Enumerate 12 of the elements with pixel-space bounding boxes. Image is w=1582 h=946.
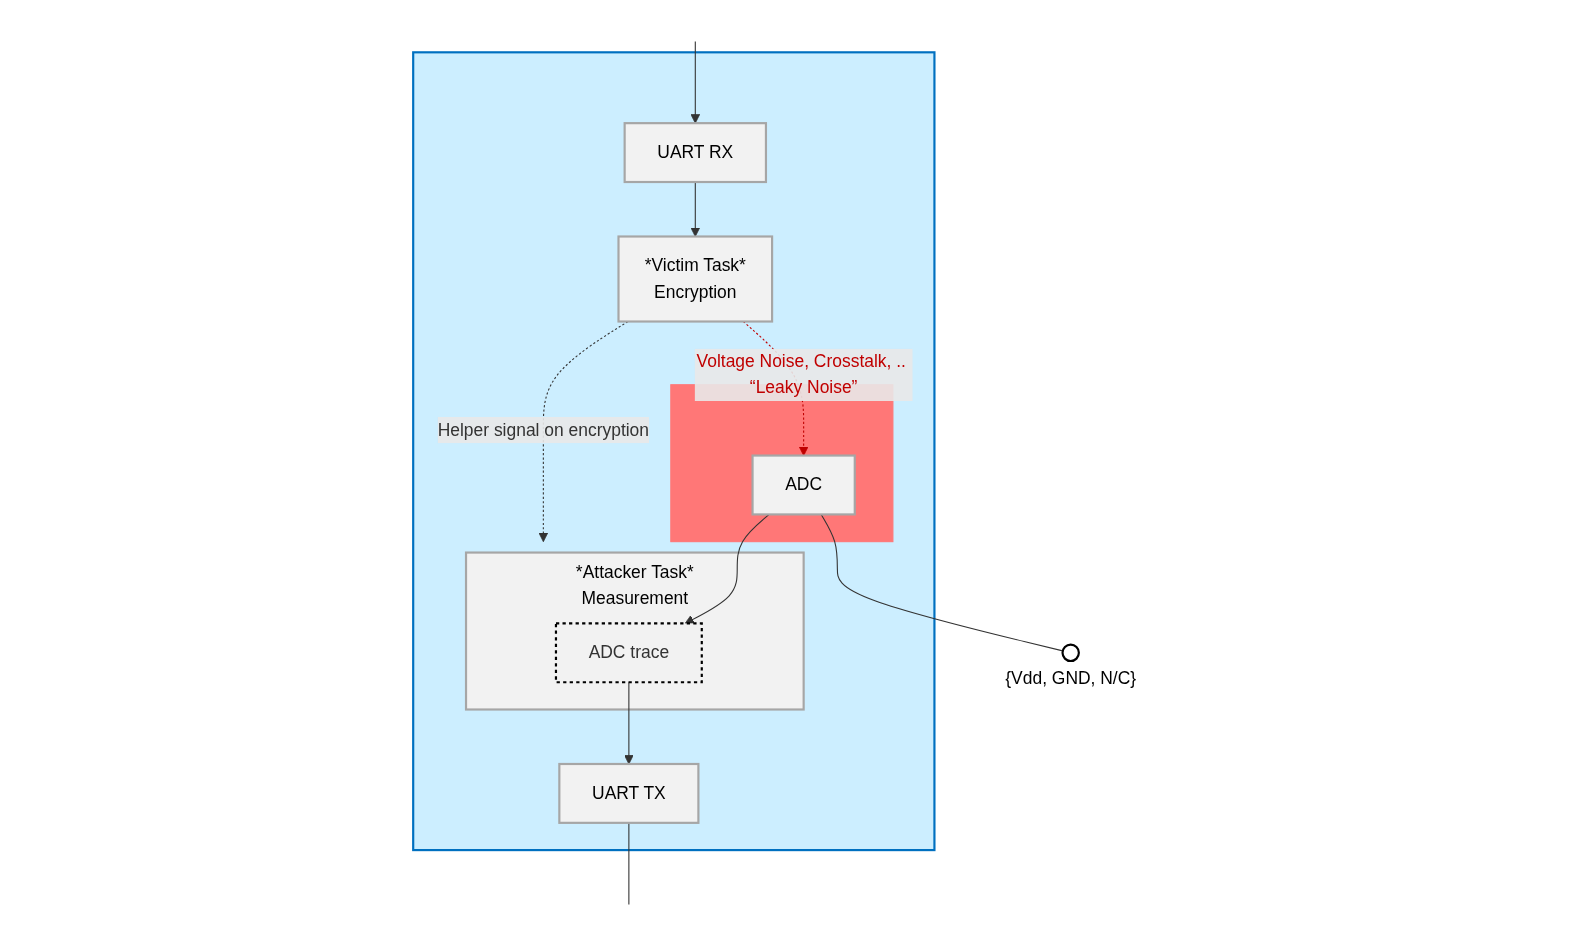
cluster — [412, 51, 936, 852]
node-box: ADC trace — [554, 622, 703, 684]
arrow — [690, 40, 701, 124]
node-box: ADC — [751, 454, 856, 516]
node-label: {Vdd, GND, N/C} — [1005, 668, 1137, 688]
edge-label: Helper signal on encryption — [437, 420, 650, 439]
node-box: UART RX — [623, 122, 768, 184]
node-box: *Victim Task* Encryption — [617, 235, 774, 323]
node-circle — [1061, 643, 1080, 663]
edge-label: Voltage Noise, Crosstalk, .. “Leaky Noise” — [696, 352, 906, 397]
node-box: UART TX — [558, 762, 700, 824]
connector-line — [628, 822, 630, 906]
